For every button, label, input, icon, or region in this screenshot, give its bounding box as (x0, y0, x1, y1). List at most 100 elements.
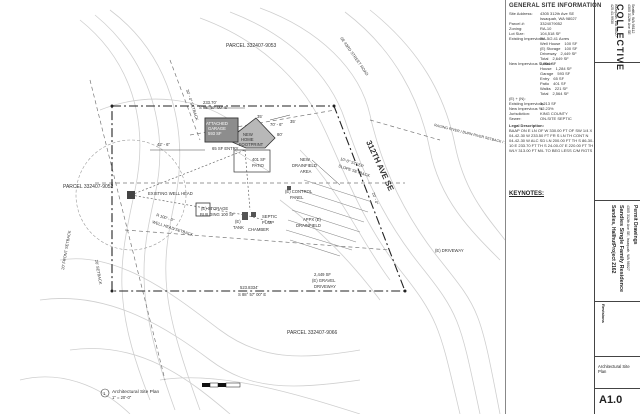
info-value: 221 SF (554, 86, 568, 91)
sheet-number: A1.0 (599, 394, 623, 406)
graphic-scale (202, 382, 241, 388)
info-value: 100 SF (564, 41, 578, 46)
garage-label-3: 593 SF (208, 131, 222, 136)
drawing-callout (100, 388, 110, 398)
sheet-divider (505, 0, 506, 414)
setback-lines (89, 59, 441, 381)
info-key: Zoning: (509, 26, 523, 31)
info-value: RA-5/2.41 Acres (540, 36, 570, 41)
info-value: 104,518 SF (540, 31, 561, 36)
pump-chamber-marker (251, 212, 256, 217)
site-information-panel: GENERAL SITE INFORMATION Site Address:43… (509, 3, 601, 408)
info-key: Patio (540, 81, 550, 86)
drawing-title: Architectural Site Plan (112, 389, 160, 395)
drainfield-label-1: NEW (300, 157, 310, 162)
site-plan-drawing: PARCEL 332407-9053 PARCEL 332407-9052 PA… (19, 7, 505, 414)
project-address: 4305 312th Ave SE, Issaquah, WA 98027 (626, 205, 630, 271)
info-value: 2,649 SF (552, 56, 569, 61)
garage-label-1: ATTACHED (206, 121, 228, 126)
firm-address: Seattle, WA 98112 4305 312th Ave SE (627, 4, 635, 35)
firm-cell: COLLECTIVE Seattle, WA 98112 4305 312th … (595, 0, 640, 71)
house-footprint (204, 117, 276, 173)
info-key: Parcel #: (509, 21, 525, 26)
info-row: (E) + (N): (509, 96, 594, 101)
well-setback-radius (75, 139, 187, 251)
info-value: 65 SF (553, 76, 565, 81)
info-row: Issaquah, WA 98027 (509, 16, 594, 21)
control-panel-marker (287, 186, 291, 190)
utility-lines (130, 149, 273, 223)
project-number: Sandies, HallhutProject 2162 (610, 205, 616, 274)
driveway-label: (E) DRIVEWAY (435, 248, 464, 253)
info-key: Driveway (540, 51, 557, 56)
tank-label-1: (E) (235, 219, 241, 224)
patio-label-2: PATIO (252, 163, 265, 168)
info-value: 1,284 SF (555, 66, 572, 71)
firm-address-line: Seattle, WA 98112 (631, 4, 635, 34)
well-label: EXISTING WELL HEAD (148, 191, 193, 196)
info-value: 3324079052 (540, 21, 563, 26)
well-head-marker (127, 191, 135, 199)
house-label-3: FOOTPRINT (239, 142, 264, 147)
info-row: Sewer:ON-SITE SEPTIC (509, 116, 594, 121)
title-block: COLLECTIVE Seattle, WA 98112 4305 312th … (594, 0, 640, 414)
parcel-west-label: PARCEL 332407-9052 (63, 184, 114, 190)
info-key: Existing Impervious: (509, 101, 545, 106)
top-bearing-dim: S 88° 57' 00" E (199, 105, 227, 110)
septic-label-3: CHAMBER (248, 227, 269, 232)
setback-bottom-left: 20' FRONT SETBACK (60, 230, 72, 270)
info-row: Existing Impervious:RA-5/2.41 Acres (509, 36, 594, 41)
info-key: Lot Size: (509, 31, 525, 36)
info-value: Issaquah, WA 98027 (540, 16, 577, 21)
garage-footprint (204, 117, 239, 143)
info-value: RA-10 (540, 26, 552, 31)
topo-contours (19, 7, 505, 414)
drainfield-label-3: AREA (300, 169, 312, 174)
info-key: Entry (540, 76, 550, 81)
legal-description: Legal Description: BAAP ON E LN OF W 330… (509, 123, 594, 153)
info-key: Existing Impervious: (509, 36, 545, 41)
storage-building (195, 202, 211, 217)
info-value: 4305 312th Ave SE (540, 11, 575, 16)
info-value: 401 SF (553, 81, 567, 86)
legal-body: BAAP ON E LN OF W 330.00 FT OF SW 1/4 X … (509, 128, 594, 153)
revisions-cell: Revisions (595, 300, 640, 357)
info-row: Jurisdiction:KING COUNTY (509, 111, 594, 116)
house-label-2: HOME (241, 137, 254, 142)
new-impervious-row: New Impervious Surface:2,564 SF (509, 61, 594, 66)
setback-80: 80' (277, 132, 283, 137)
bottom-bearing-dim: S 88° 57' 00" E (238, 292, 266, 297)
storage-label-2: BUILDING 100 SF (200, 212, 235, 217)
info-key: Well House (540, 41, 561, 46)
control-panel-label-2: PANEL (290, 195, 304, 200)
house-label-1: NEW (243, 132, 253, 137)
info-row: Parcel #: 3324079052 (509, 21, 594, 26)
existing-drainfield-label-2: DRAINFIELD (296, 223, 321, 228)
firm-address-line: Issaquah, WA 98027 (614, 4, 618, 38)
parcel-north-label: PARCEL 332407-9053 (226, 43, 277, 49)
setback-left-vertical: 20' SETBACK (94, 259, 103, 285)
parcel-south-label: PARCEL 332407-9066 (287, 330, 338, 336)
revisions-label: Revisions (601, 304, 606, 323)
right-dim: 20' - 0" (371, 192, 380, 206)
left-dim: 42' - 6" (157, 142, 171, 147)
drawing-number: 1 (103, 391, 106, 396)
garage-label-2: GARAGE (208, 126, 226, 131)
gravel-label-1: 2,449 SF (314, 272, 331, 277)
info-key: New Impervious Surface: (509, 61, 554, 66)
patio (233, 149, 271, 173)
storage-label-1: (E) STORAGE (201, 206, 228, 211)
info-key: New Impervious %: (509, 106, 544, 111)
info-value: 100 SF (564, 46, 578, 51)
firm-address-2: Issaquah, WA 98027 425.41.9930 (610, 4, 618, 37)
sheet-number-cell: A1.0 (595, 388, 640, 414)
drawing-number-bubble (100, 388, 110, 398)
info-key: Walks (540, 86, 551, 91)
project-cell: Sandies, HallhutProject 2162 Sandies Sin… (595, 200, 640, 302)
info-value: 593 SF (557, 71, 571, 76)
